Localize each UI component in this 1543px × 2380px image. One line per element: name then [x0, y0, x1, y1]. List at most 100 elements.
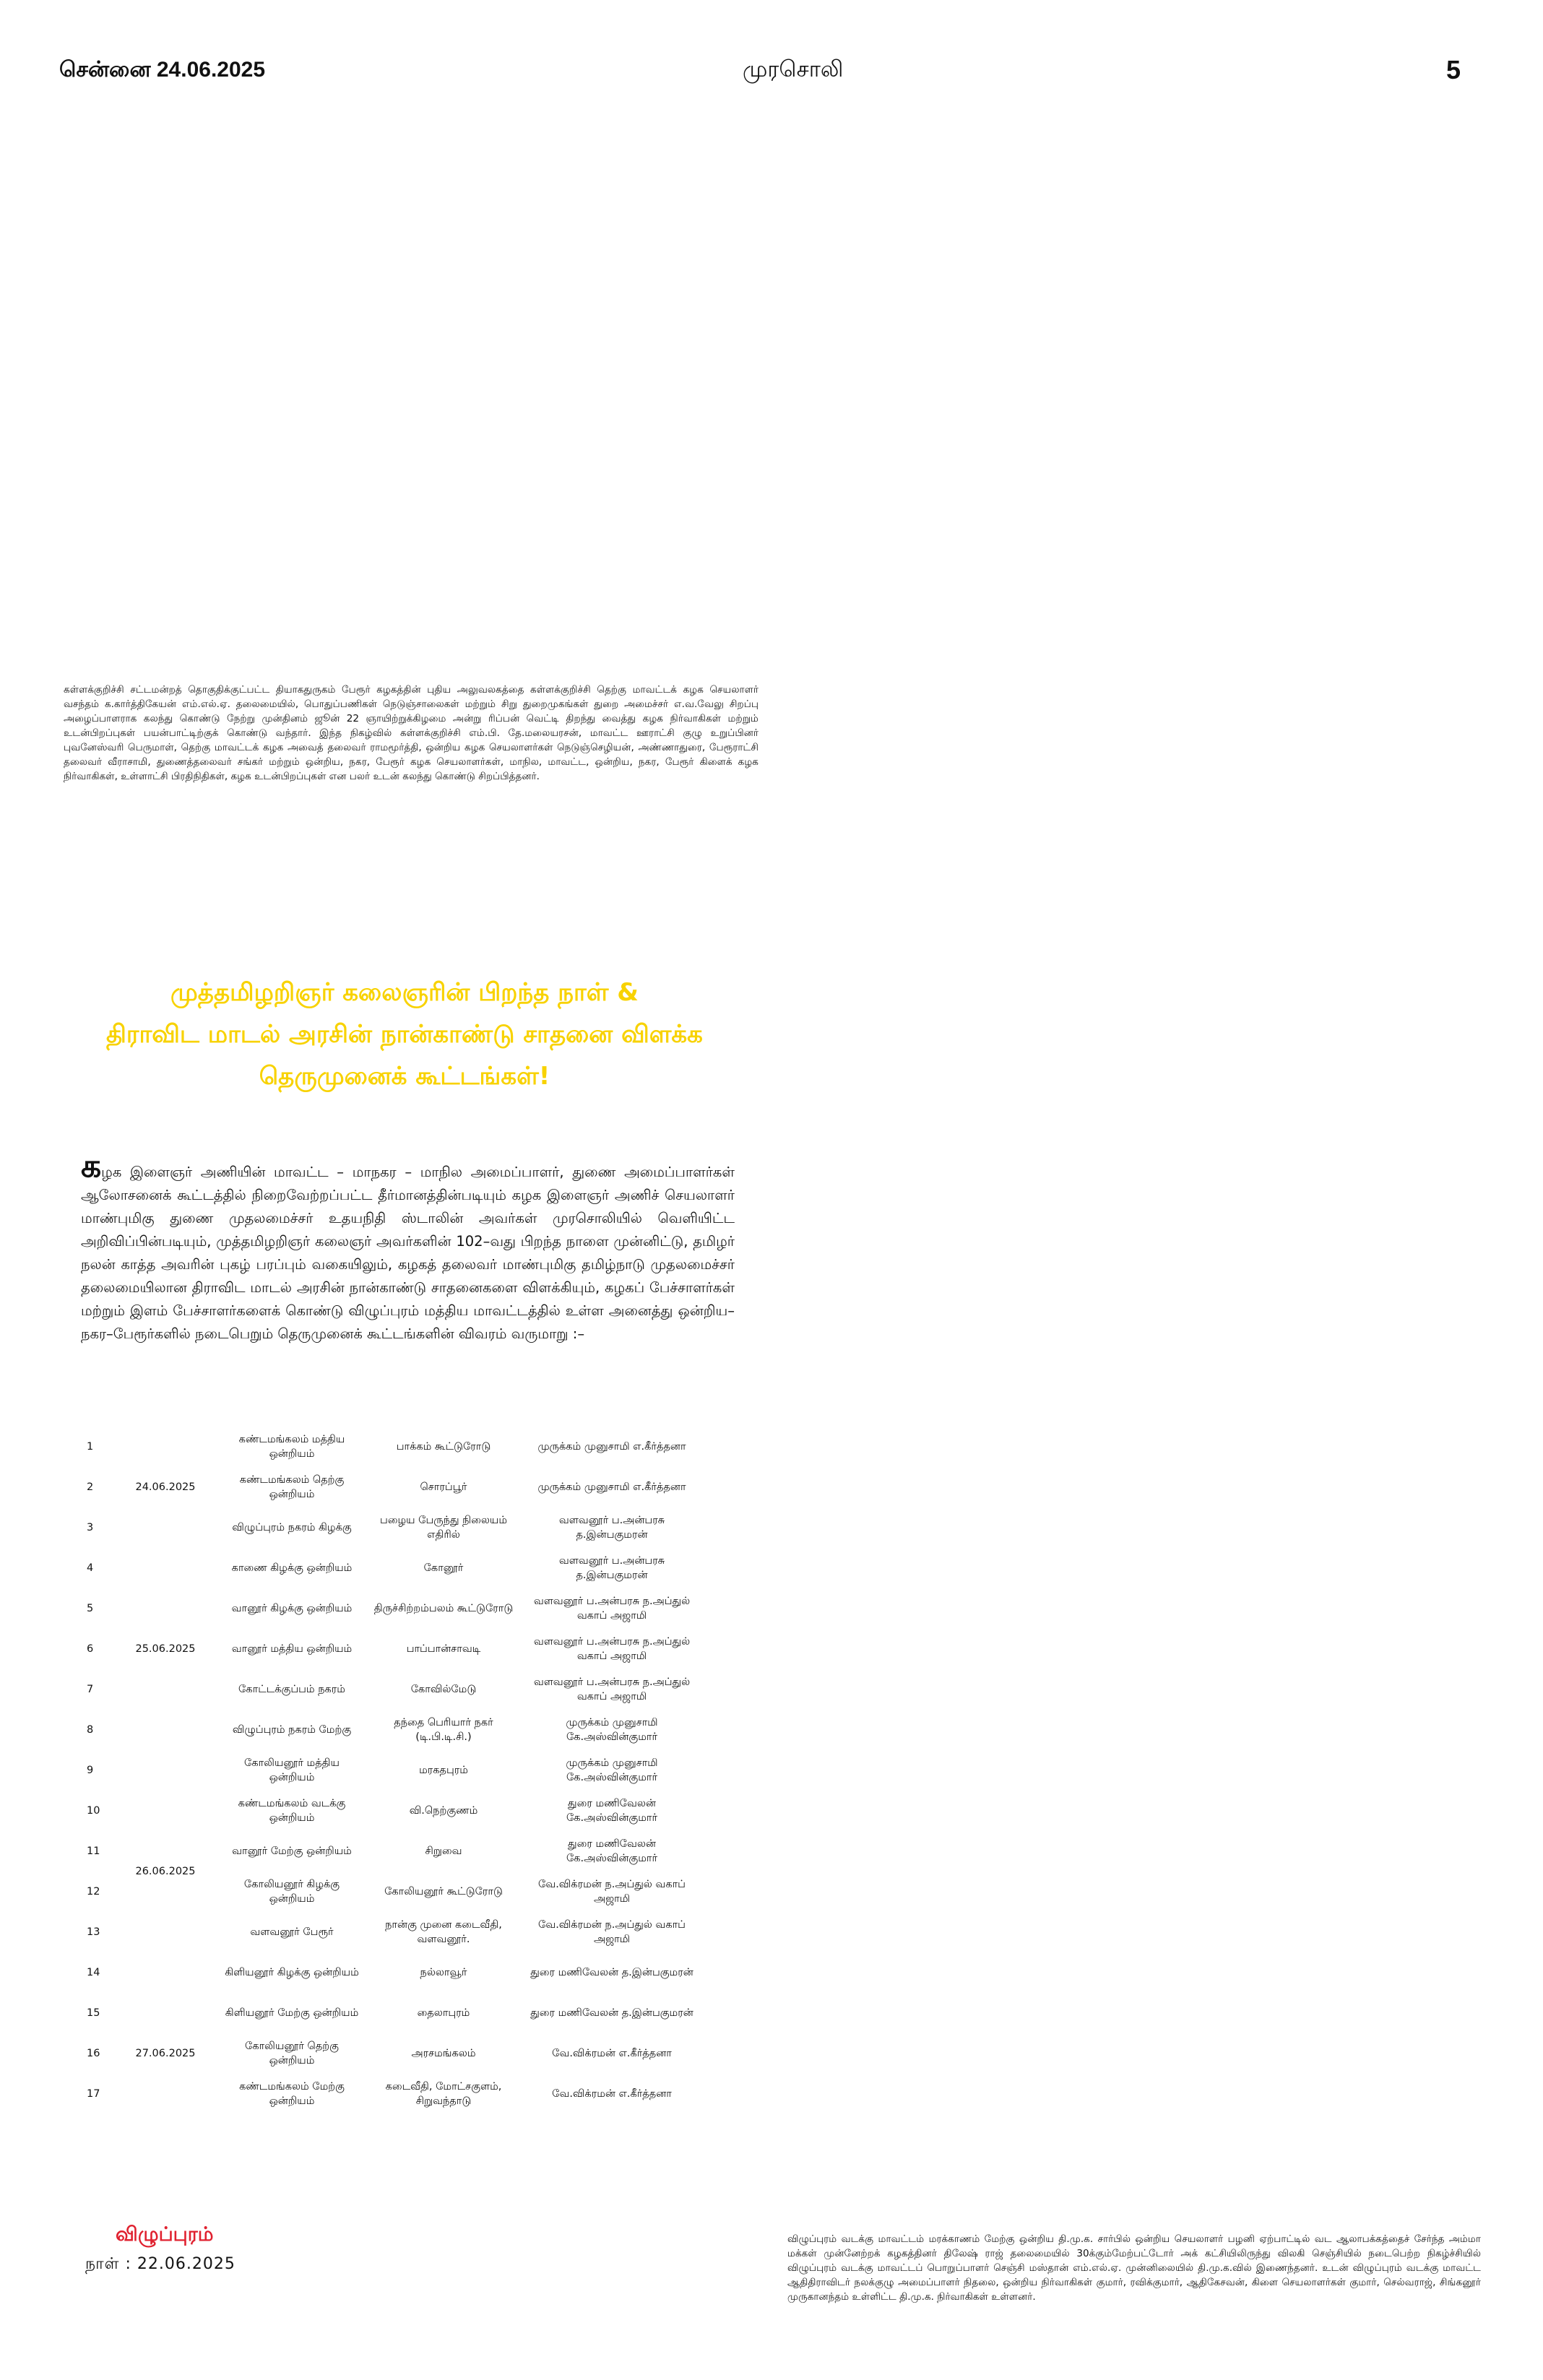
unit-cell: காணை கிழக்கு ஒன்றியம்: [231, 1562, 353, 1574]
speakers-cell: துரை மணிவேலன் கே.அஸ்வின்குமார்: [566, 1838, 658, 1864]
venue-cell: சொரப்பூர்: [420, 1481, 467, 1493]
intro-text: ழக இளைஞர் அணியின் மாவட்ட – மாநகர – மாநில…: [81, 1164, 735, 1342]
date-cell: 25.06.2025: [135, 1643, 196, 1655]
speakers-cell: துரை மணிவேலன் கே.அஸ்வின்குமார்: [566, 1798, 658, 1824]
row-number: 1: [87, 1441, 94, 1453]
venue-cell: சிறுவை: [425, 1845, 462, 1857]
article-intro: கழக இளைஞர் அணியின் மாவட்ட – மாநகர – மாநி…: [81, 1151, 735, 1346]
speakers-cell: முருக்கம் முனுசாமி கே.அஸ்வின்குமார்: [566, 1717, 658, 1743]
headline-line-3: தெருமுனைக் கூட்டங்கள்!: [259, 1062, 550, 1091]
speakers-cell: முருக்கம் முனுசாமி கே.அஸ்வின்குமார்: [566, 1757, 658, 1783]
speakers-cell: வே.விக்ரமன் எ.கீர்த்தனா: [552, 2048, 672, 2059]
row-number: 3: [87, 1522, 94, 1533]
row-number: 14: [87, 1967, 100, 1978]
table-row: 12 கோலியனூர் கிழக்கு ஒன்றியம் கோலியனூர் கூ…: [81, 1871, 701, 1912]
date-cell: 24.06.2025: [135, 1481, 196, 1493]
speakers-cell: துரை மணிவேலன் த.இன்பகுமரன்: [530, 1967, 693, 1978]
table-row: 5 வானூர் கிழக்கு ஒன்றியம் திருச்சிற்றம்பலம…: [81, 1588, 701, 1629]
venue-cell: பழைய பேருந்து நிலையம் எதிரில்: [379, 1515, 508, 1541]
table-row: 16 கோலியனூர் தெற்கு ஒன்றியம் அரசமங்கலம் வே.…: [81, 2033, 701, 2074]
speakers-cell: வே.விக்ரமன் எ.கீர்த்தனா: [552, 2088, 672, 2100]
venue-cell: கடைவீதி, மோட்சகுளம், சிறுவந்தாடு: [385, 2081, 502, 2107]
venue-cell: திருச்சிற்றம்பலம் கூட்டுரோடு: [373, 1603, 514, 1614]
unit-cell: விழுப்புரம் நகரம் மேற்கு: [232, 1724, 352, 1736]
table-row: 8 விழுப்புரம் நகரம் மேற்கு தந்தை பெரியார் …: [81, 1710, 701, 1750]
speakers-cell: வே.விக்ரமன் ந.அப்துல் வகாப் அஜாமி: [538, 1879, 686, 1905]
unit-cell: கண்டமங்கலம் வடக்கு ஒன்றியம்: [238, 1798, 346, 1824]
table-row: 3 விழுப்புரம் நகரம் கிழக்கு பழைய பேருந்து …: [81, 1507, 701, 1548]
unit-cell: வானூர் மத்திய ஒன்றியம்: [231, 1643, 353, 1655]
table-row: 9 26.06.2025 கோலியனூர் மத்திய ஒன்றியம் மரகத…: [81, 1750, 701, 1877]
row-number: 11: [87, 1845, 100, 1857]
table-row: 10 கண்டமங்கலம் வடக்கு ஒன்றியம் வி.நெற்குணம…: [81, 1791, 701, 1831]
schedule-table: 1 24.06.2025 கண்டமங்கலம் மத்திய ஒன்றியம் பா…: [81, 1427, 701, 2114]
row-number: 4: [87, 1562, 94, 1574]
speakers-cell: வளவனூர் ப.அன்பரசு த.இன்பகுமரன்: [558, 1555, 665, 1581]
speakers-cell: வளவனூர் ப.அன்பரசு த.இன்பகுமரன்: [558, 1515, 665, 1541]
unit-cell: கண்டமங்கலம் மத்திய ஒன்றியம்: [238, 1434, 345, 1460]
article-date: நாள் : 22.06.2025: [85, 2255, 235, 2273]
unit-cell: விழுப்புரம் நகரம் கிழக்கு: [232, 1522, 352, 1533]
headline-line-2: திராவிட மாடல் அரசின் நான்காண்டு சாதனை வி…: [106, 1020, 703, 1049]
row-number: 15: [87, 2007, 100, 2019]
speakers-cell: வளவனூர் ப.அன்பரசு ந.அப்துல் வகாப் அஜாமி: [533, 1636, 691, 1662]
bottom-photo-caption: விழுப்புரம் வடக்கு மாவட்டம் மரக்காணம் மே…: [787, 2233, 1481, 2303]
unit-cell: வானூர் கிழக்கு ஒன்றியம்: [231, 1603, 353, 1614]
unit-cell: கண்டமங்கலம் தெற்கு ஒன்றியம்: [239, 1474, 345, 1500]
venue-cell: அரசமங்கலம்: [411, 2048, 476, 2059]
dropcap: க: [81, 1148, 102, 1185]
speakers-cell: வளவனூர் ப.அன்பரசு ந.அப்துல் வகாப் அஜாமி: [533, 1596, 691, 1622]
table-row: 15 27.06.2025 கிளியனூர் மேற்கு ஒன்றியம் தைல…: [81, 1993, 701, 2059]
row-number: 2: [87, 1481, 94, 1493]
table-row: 2 கண்டமங்கலம் தெற்கு ஒன்றியம் சொரப்பூர் முர…: [81, 1467, 701, 1507]
table-row: 13 வளவனூர் பேரூர் நான்கு முனை கடைவீதி, வளவ…: [81, 1912, 701, 1952]
row-number: 17: [87, 2088, 100, 2100]
unit-cell: கோலியனூர் தெற்கு ஒன்றியம்: [245, 2041, 339, 2067]
venue-cell: வி.நெற்குணம்: [409, 1805, 478, 1817]
unit-cell: கிளியனூர் கிழக்கு ஒன்றியம்: [225, 1967, 359, 1978]
top-photo-caption: கள்ளக்குறிச்சி சட்டமன்றத் தொகுதிக்குட்பட…: [64, 684, 758, 782]
row-number: 9: [87, 1765, 94, 1776]
unit-cell: கிளியனூர் மேற்கு ஒன்றியம்: [225, 2007, 359, 2019]
row-number: 13: [87, 1926, 100, 1938]
speakers-cell: துரை மணிவேலன் த.இன்பகுமரன்: [530, 2007, 693, 2019]
date-cell: 27.06.2025: [135, 2048, 196, 2059]
date-cell: 26.06.2025: [135, 1866, 196, 1877]
article-headline: முத்தமிழறிஞர் கலைஞரின் பிறந்த நாள் & திர…: [58, 972, 751, 1097]
unit-cell: கோலியனூர் கிழக்கு ஒன்றியம்: [243, 1879, 340, 1905]
headline-line-1: முத்தமிழறிஞர் கலைஞரின் பிறந்த நாள் &: [170, 978, 639, 1007]
row-number: 10: [87, 1805, 100, 1817]
venue-cell: நல்லாவூர்: [420, 1967, 467, 1978]
venue-cell: பாப்பான்சாவடி: [406, 1643, 481, 1655]
venue-cell: கோவில்மேடு: [410, 1684, 477, 1695]
page-number: 5: [1446, 55, 1461, 85]
masthead-title: முரசொலி: [743, 56, 844, 82]
row-number: 7: [87, 1684, 94, 1695]
unit-cell: கோலியனூர் மத்திய ஒன்றியம்: [244, 1757, 340, 1783]
unit-cell: வளவனூர் பேரூர்: [250, 1926, 334, 1938]
table-row: 17 கண்டமங்கலம் மேற்கு ஒன்றியம் கடைவீதி, மோ…: [81, 2074, 701, 2114]
venue-cell: தந்தை பெரியார் நகர் (டி.பி.டி.சி.): [394, 1717, 493, 1743]
speakers-cell: முருக்கம் முனுசாமி எ.கீர்த்தனா: [537, 1441, 686, 1453]
row-number: 12: [87, 1886, 100, 1897]
speakers-cell: வளவனூர் ப.அன்பரசு ந.அப்துல் வகாப் அஜாமி: [533, 1676, 691, 1702]
venue-cell: மரகதபுரம்: [419, 1765, 468, 1776]
venue-cell: தைலாபுரம்: [417, 2007, 470, 2019]
venue-cell: நான்கு முனை கடைவீதி, வளவனூர்.: [385, 1919, 502, 1945]
venue-cell: கோலியனூர் கூட்டுரோடு: [384, 1886, 503, 1897]
table-row: 11 வானூர் மேற்கு ஒன்றியம் சிறுவை துரை மணிவே…: [81, 1831, 701, 1871]
unit-cell: வானூர் மேற்கு ஒன்றியம்: [232, 1845, 352, 1857]
venue-cell: பாக்கம் கூட்டுரோடு: [396, 1441, 491, 1453]
row-number: 8: [87, 1724, 94, 1736]
speakers-cell: வே.விக்ரமன் ந.அப்துல் வகாப் அஜாமி: [538, 1919, 686, 1945]
row-number: 5: [87, 1603, 94, 1614]
row-number: 16: [87, 2048, 100, 2059]
table-row: 14 கிளியனூர் கிழக்கு ஒன்றியம் நல்லாவூர் துர…: [81, 1952, 701, 1993]
unit-cell: கண்டமங்கலம் மேற்கு ஒன்றியம்: [239, 2081, 345, 2107]
speakers-cell: முருக்கம் முனுசாமி எ.கீர்த்தனா: [537, 1481, 686, 1493]
place-name: விழுப்புரம்: [116, 2223, 214, 2246]
table-row: 1 24.06.2025 கண்டமங்கலம் மத்திய ஒன்றியம் பா…: [81, 1427, 701, 1493]
